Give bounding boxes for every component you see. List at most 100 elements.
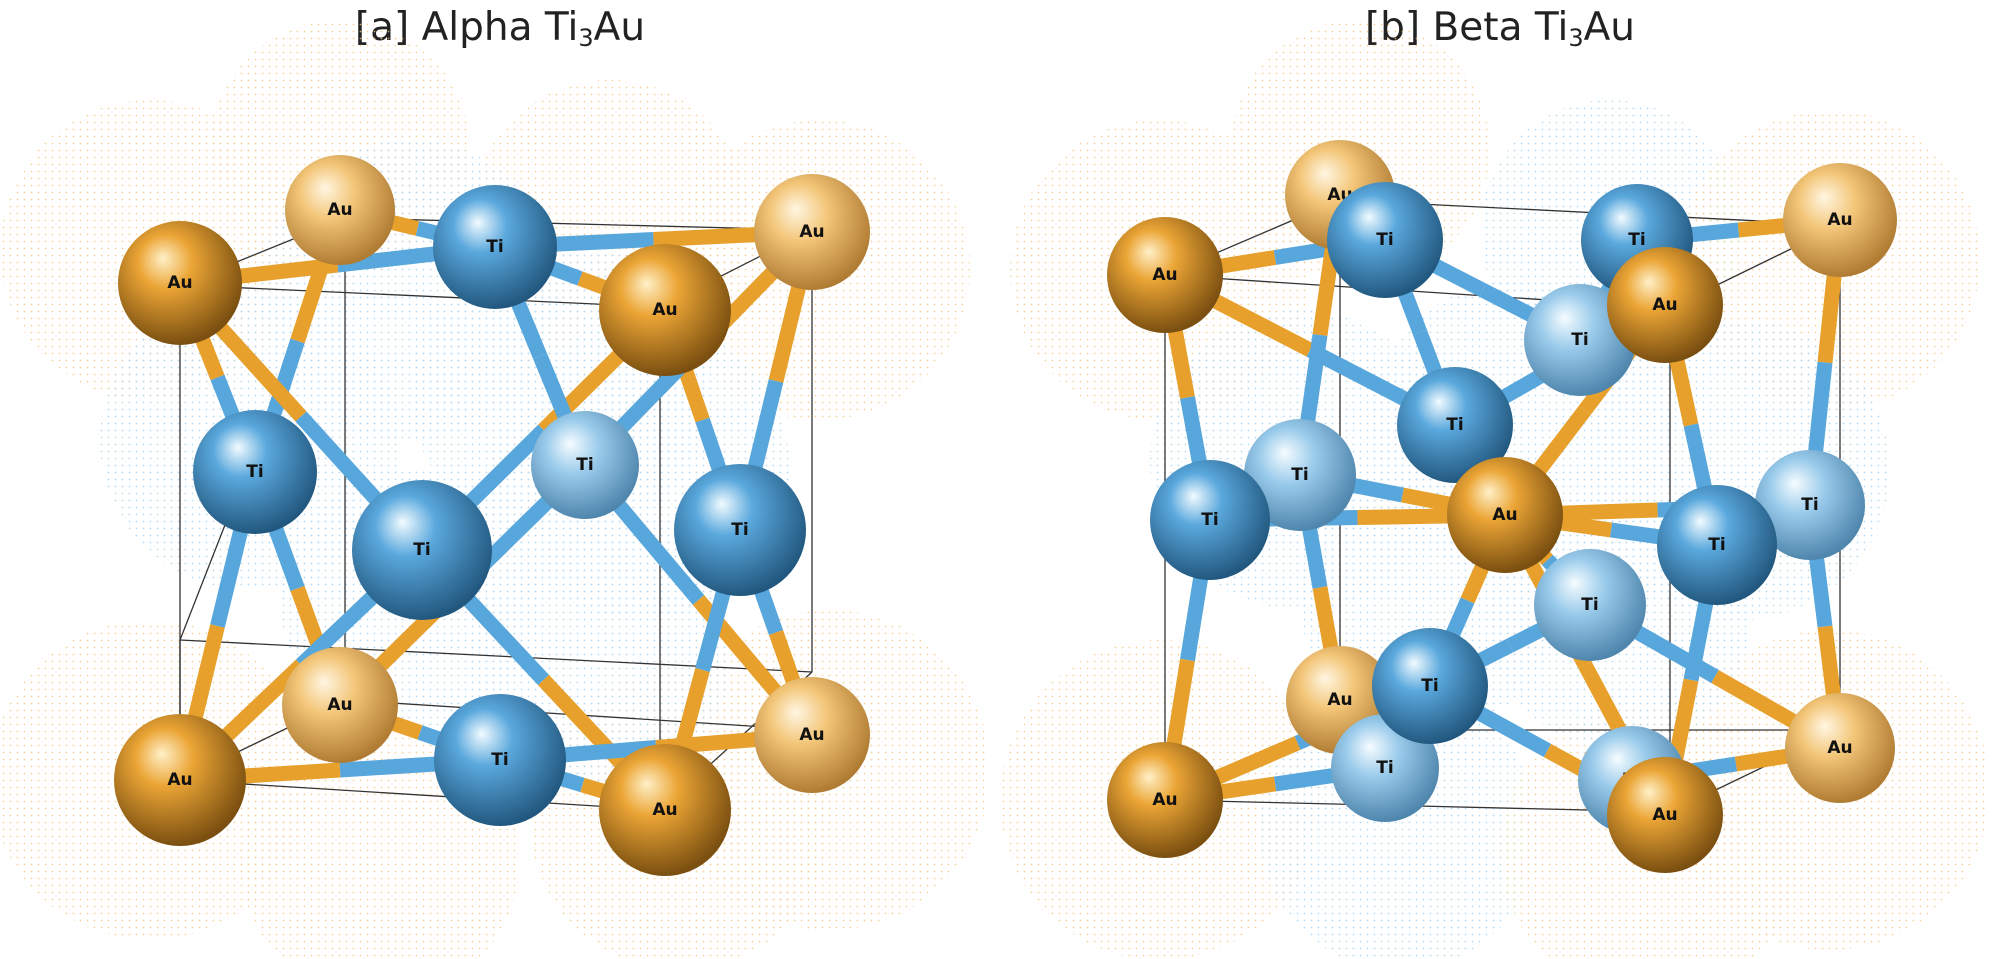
au-sphere [285,155,395,265]
ti-label: Ti [1571,330,1588,350]
beta-crystal-structure: AuAuAuAuTiTiTiTiTiTiTiTiAuTiAuAuTiTiTiAu… [1000,20,1990,959]
au-label: Au [1652,805,1677,825]
ti-atom: Ti [1327,182,1443,298]
ti-sphere [1327,182,1443,298]
ti-label: Ti [1421,676,1438,696]
au-label: Au [799,222,824,242]
au-label: Au [1827,210,1852,230]
ti-sphere [1150,460,1270,580]
au-sphere [1785,693,1895,803]
ti-atom: Ti [531,411,639,519]
ti-label: Ti [576,455,593,475]
au-label: Au [327,200,352,220]
ti-label: Ti [1708,535,1725,555]
ti-label: Ti [1628,230,1645,250]
au-label: Au [1652,295,1677,315]
au-sphere [1107,742,1223,858]
au-label: Au [1327,690,1352,710]
ti-sphere [1657,485,1777,605]
ti-label: Ti [413,540,430,560]
density-halo [1260,690,1540,959]
au-label: Au [1492,505,1517,525]
ti-sphere [352,480,492,620]
ti-label: Ti [491,750,508,770]
au-atom: Au [754,174,870,290]
ti-label: Ti [1376,758,1393,778]
ti-atom: Ti [674,464,806,596]
ti-sphere [193,410,317,534]
ti-sphere [433,185,557,309]
au-sphere [754,174,870,290]
au-label: Au [327,695,352,715]
au-label: Au [652,800,677,820]
au-atom: Au [118,221,242,345]
ti-sphere [434,694,566,826]
cell-edge [179,284,661,308]
au-sphere [1107,217,1223,333]
au-sphere [599,744,731,876]
au-label: Au [1152,790,1177,810]
au-sphere [118,221,242,345]
ti-label: Ti [486,237,503,257]
au-atom: Au [1785,693,1895,803]
ti-atom: Ti [1657,485,1777,605]
ti-label: Ti [1291,465,1308,485]
au-label: Au [1827,738,1852,758]
au-sphere [114,714,246,846]
au-sphere [1607,757,1723,873]
au-atom: Au [1607,247,1723,363]
cell-edge [179,779,661,811]
ti-label: Ti [1446,415,1463,435]
au-sphere [754,677,870,793]
au-sphere [1607,247,1723,363]
ti-atom: Ti [1244,419,1356,531]
au-atom: Au [1783,163,1897,277]
au-atom: Au [599,744,731,876]
au-atom: Au [114,714,246,846]
au-label: Au [799,725,824,745]
ti-sphere [1755,450,1865,560]
ti-atom: Ti [193,410,317,534]
atoms: AuAuAuAuTiTiTiTiTiTiTiTiAuTiAuAuTiTiTiAu… [1107,140,1897,873]
cell-edge [344,217,813,231]
panel-beta: [b] Beta Ti3Au AuAuAuAuTiTiTiTiTiTiTiTiA… [1000,0,2000,959]
au-sphere [1783,163,1897,277]
au-label: Au [652,300,677,320]
ti-sphere [1372,628,1488,744]
ti-sphere [674,464,806,596]
ti-label: Ti [246,462,263,482]
au-label: Au [1152,265,1177,285]
ti-atom: Ti [352,480,492,620]
au-atom: Au [282,647,398,763]
au-atom: Au [754,677,870,793]
ti-atom: Ti [1534,549,1646,661]
ti-sphere [1244,419,1356,531]
au-label: Au [167,770,192,790]
au-atom: Au [1607,757,1723,873]
ti-atom: Ti [1372,628,1488,744]
ti-atom: Ti [1397,367,1513,483]
ti-label: Ti [1801,495,1818,515]
ti-label: Ti [731,520,748,540]
ti-label: Ti [1581,595,1598,615]
ti-label: Ti [1376,230,1393,250]
ti-sphere [1534,549,1646,661]
au-atom: Au [599,244,731,376]
au-sphere [282,647,398,763]
au-sphere [599,244,731,376]
ti-atom: Ti [1755,450,1865,560]
au-sphere [1447,457,1563,573]
ti-label: Ti [1201,510,1218,530]
au-atom: Au [1107,217,1223,333]
au-atom: Au [1447,457,1563,573]
ti-sphere [1397,367,1513,483]
ti-atom: Ti [433,185,557,309]
au-atom: Au [1107,742,1223,858]
au-atom: Au [285,155,395,265]
ti-atom: Ti [434,694,566,826]
ti-sphere [531,411,639,519]
au-label: Au [167,273,192,293]
